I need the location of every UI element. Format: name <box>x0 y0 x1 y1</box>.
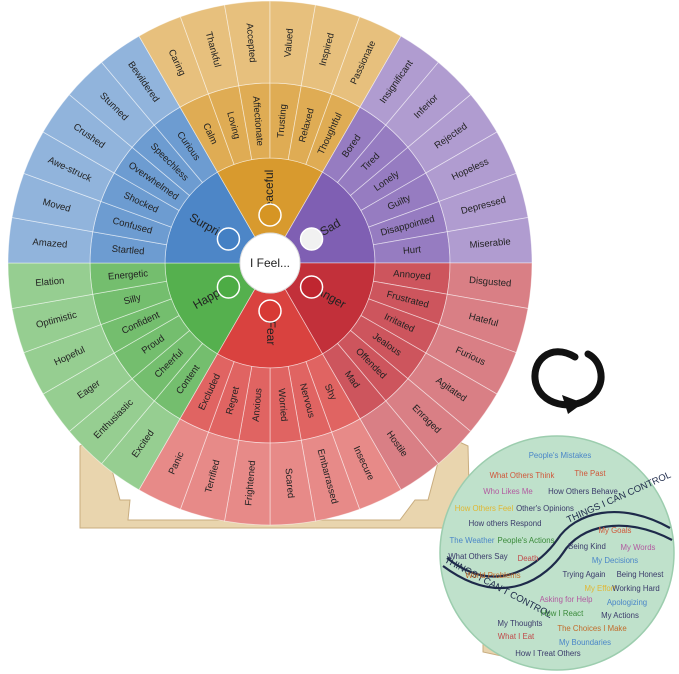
middle-label: Hurt <box>403 244 422 257</box>
center-disc <box>239 232 301 294</box>
face-icon <box>299 275 324 299</box>
control-item: How I Treat Others <box>515 649 581 658</box>
middle-label: Anxious <box>251 387 265 422</box>
cannot-control-item: How Others Behave <box>548 487 618 496</box>
outer-label: Elation <box>35 276 65 289</box>
outer-label: Valued <box>283 28 296 58</box>
cannot-control-item: What Others Think <box>490 471 555 480</box>
outer-label: Scared <box>282 468 296 499</box>
control-item: My Boundaries <box>559 638 611 647</box>
outer-label: Amazed <box>32 237 68 251</box>
control-item: The Choices I Make <box>557 624 626 633</box>
outer-label: Accepted <box>244 23 258 63</box>
outer-label: Miserable <box>469 236 511 251</box>
face-icon <box>258 299 282 323</box>
middle-label: Silly <box>123 292 143 307</box>
middle-label: Annoyed <box>393 268 431 282</box>
face-icon <box>299 227 324 251</box>
cannot-control-item: People's Mistakes <box>529 451 592 460</box>
core-label-fear: Fear <box>264 321 278 346</box>
middle-label: Trusting <box>275 104 289 139</box>
face-icon <box>216 227 241 251</box>
middle-label: Worried <box>275 388 289 422</box>
cannot-control-item: People's Actions <box>498 536 555 545</box>
cannot-control-item: How others Respond <box>469 519 542 528</box>
outer-label: Frightened <box>243 460 258 506</box>
outer-label: Disgusted <box>469 275 512 290</box>
control-item: Asking for Help <box>540 595 594 604</box>
board-disc <box>439 435 675 671</box>
control-item: Apologizing <box>607 598 647 607</box>
cannot-control-item: What Others Say <box>448 552 507 561</box>
cannot-control-item: The Past <box>574 469 606 478</box>
middle-label: Energetic <box>108 268 149 282</box>
cannot-control-item: Other's Opinions <box>516 504 574 513</box>
cannot-control-item: Death <box>518 554 539 563</box>
control-item: Being Kind <box>568 542 606 551</box>
board-divider-inner <box>442 524 673 589</box>
cannot-control-item: World Problems <box>465 571 520 580</box>
face-icon <box>258 203 282 227</box>
control-item: Working Hard <box>612 584 660 593</box>
control-item: Trying Again <box>562 570 605 579</box>
board-divider <box>446 510 671 578</box>
center-label: I Feel... <box>250 256 290 270</box>
control-item: My Thoughts <box>498 619 543 628</box>
face-icon <box>216 275 241 299</box>
middle-label: Startled <box>111 244 145 258</box>
control-item: Being Honest <box>617 570 665 579</box>
control-item: My Goals <box>599 526 632 535</box>
control-item: My Effort <box>584 584 616 593</box>
control-item: What I Eat <box>498 632 535 641</box>
control-item: My Words <box>621 543 656 552</box>
cannot-control-item: How Others Feel <box>455 504 514 513</box>
outer-segment <box>138 418 209 510</box>
middle-label: Affectionate <box>250 96 265 147</box>
control-item: My Decisions <box>592 556 638 565</box>
cannot-control-item: The Weather <box>450 536 495 545</box>
control-item: How I React <box>541 609 584 618</box>
cannot-control-item: Who Likes Me <box>483 487 532 496</box>
control-item: My Actions <box>601 611 639 620</box>
